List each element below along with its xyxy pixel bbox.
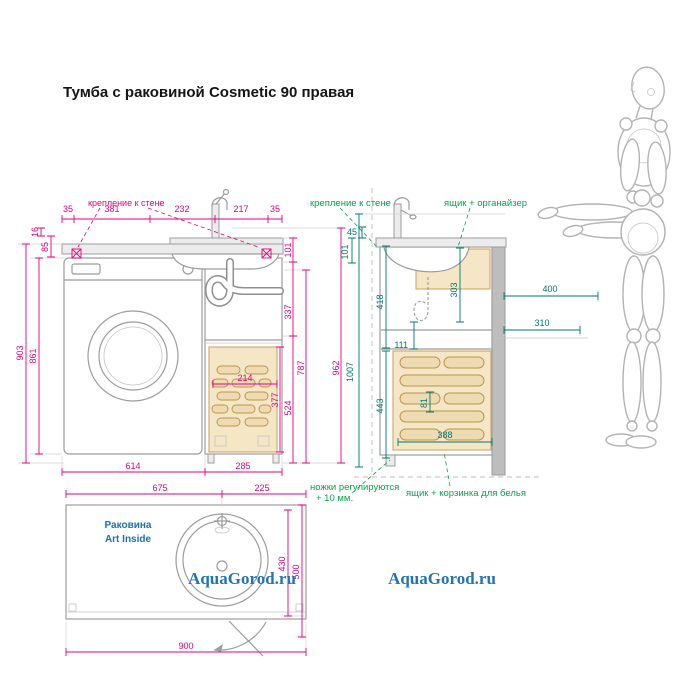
page-title: Тумба с раковиной Cosmetic 90 правая xyxy=(63,84,354,101)
dim-400: 400 xyxy=(542,284,557,294)
dim-903: 903 xyxy=(15,345,25,360)
dim-310: 310 xyxy=(534,318,549,328)
dim-430: 430 xyxy=(277,556,287,571)
dim-45: 45 xyxy=(347,227,357,237)
label-drawer-organizer: ящик + органайзер xyxy=(444,198,527,209)
dim-81: 81 xyxy=(419,398,429,408)
dim-500: 500 xyxy=(291,564,301,579)
dim-614: 614 xyxy=(125,461,140,471)
sink-front xyxy=(171,253,280,270)
dim-1007: 1007 xyxy=(345,362,355,382)
cabinet-front-panel xyxy=(491,246,506,476)
door-swing xyxy=(213,620,267,657)
wall-mount-left xyxy=(71,248,82,259)
dim-101-front: 101 xyxy=(283,242,293,257)
dim-962: 962 xyxy=(331,360,341,375)
dim-900: 900 xyxy=(178,641,193,651)
dim-85: 85 xyxy=(40,242,50,252)
dim-303: 303 xyxy=(449,282,459,297)
leg-side xyxy=(385,454,396,467)
label-sink-line2: Art Inside xyxy=(105,534,152,545)
dim-35-right: 35 xyxy=(270,204,280,214)
side-dimensions xyxy=(348,213,599,468)
dim-337: 337 xyxy=(283,304,293,319)
side-view xyxy=(339,188,588,494)
label-legs-line1: ножки регулируются xyxy=(310,482,399,493)
faucet-front xyxy=(211,188,230,239)
top-view-sink xyxy=(175,513,269,607)
label-wall-mount-side: крепление к стене xyxy=(310,198,391,209)
front-dimensions xyxy=(22,215,345,476)
dim-524: 524 xyxy=(283,400,293,415)
washing-machine xyxy=(63,257,203,455)
dim-217: 217 xyxy=(233,204,248,214)
dim-377: 377 xyxy=(270,392,280,407)
leg-front-left xyxy=(207,453,215,464)
label-drawer-basket: ящик + корзинка для белья xyxy=(406,488,526,499)
dim-35-left: 35 xyxy=(63,204,73,214)
dim-443: 443 xyxy=(375,398,385,413)
wall-mount-right xyxy=(261,248,272,259)
watermark-right: AquaGorod.ru xyxy=(388,569,496,588)
label-legs-line2: + 10 мм. xyxy=(316,493,353,504)
dim-675: 675 xyxy=(152,483,167,493)
faucet-side xyxy=(393,197,417,239)
dim-101-side: 101 xyxy=(340,244,350,259)
dim-285: 285 xyxy=(235,461,250,471)
top-dimensions xyxy=(65,490,307,656)
dim-861: 861 xyxy=(28,348,38,363)
dim-16: 16 xyxy=(30,227,40,237)
dim-381: 381 xyxy=(104,204,119,214)
siphon xyxy=(204,258,284,307)
top-view xyxy=(65,504,307,657)
leg-front-right xyxy=(272,453,280,464)
countertop-front xyxy=(61,237,284,270)
dim-418: 418 xyxy=(375,294,385,309)
label-sink-line1: Раковина xyxy=(105,520,152,531)
label-wall-mount-front: крепление к стене xyxy=(88,198,165,208)
side-countertop xyxy=(375,237,507,248)
dim-787: 787 xyxy=(296,360,306,375)
mannequin-figure xyxy=(537,66,671,449)
watermark-left: AquaGorod.ru xyxy=(188,569,296,588)
wall-mount-leaders xyxy=(77,207,259,248)
dim-388: 388 xyxy=(437,430,452,440)
dim-225: 225 xyxy=(254,483,269,493)
laundry-basket-drawer-front xyxy=(208,346,278,453)
dim-111: 111 xyxy=(394,340,408,350)
front-view xyxy=(61,188,284,464)
sink-section xyxy=(383,246,470,273)
dim-232: 232 xyxy=(174,204,189,214)
dim-214: 214 xyxy=(237,373,252,383)
siphon-hidden xyxy=(413,277,429,322)
